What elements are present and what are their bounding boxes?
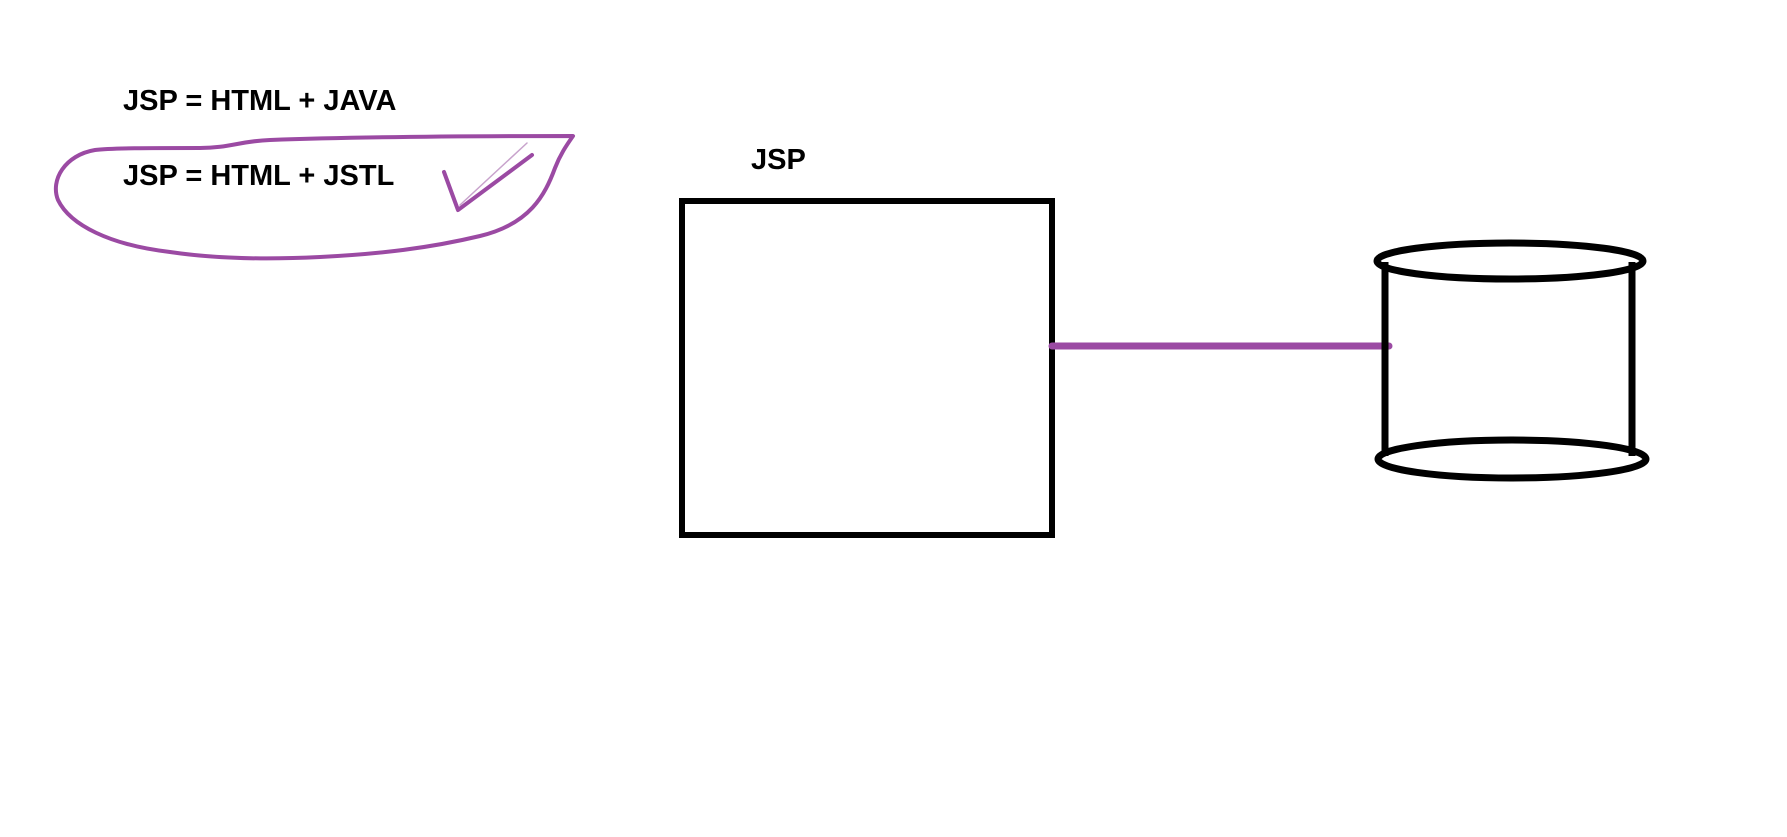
highlight-loop — [53, 134, 575, 261]
equation-jsp-java: JSP = HTML + JAVA — [123, 85, 397, 117]
database-cylinder-icon — [1373, 239, 1650, 482]
jsp-box — [679, 198, 1055, 538]
equation-jsp-jstl: JSP = HTML + JSTL — [123, 160, 395, 192]
jsp-box-label: JSP — [751, 144, 806, 176]
check-mark-icon — [442, 142, 534, 212]
